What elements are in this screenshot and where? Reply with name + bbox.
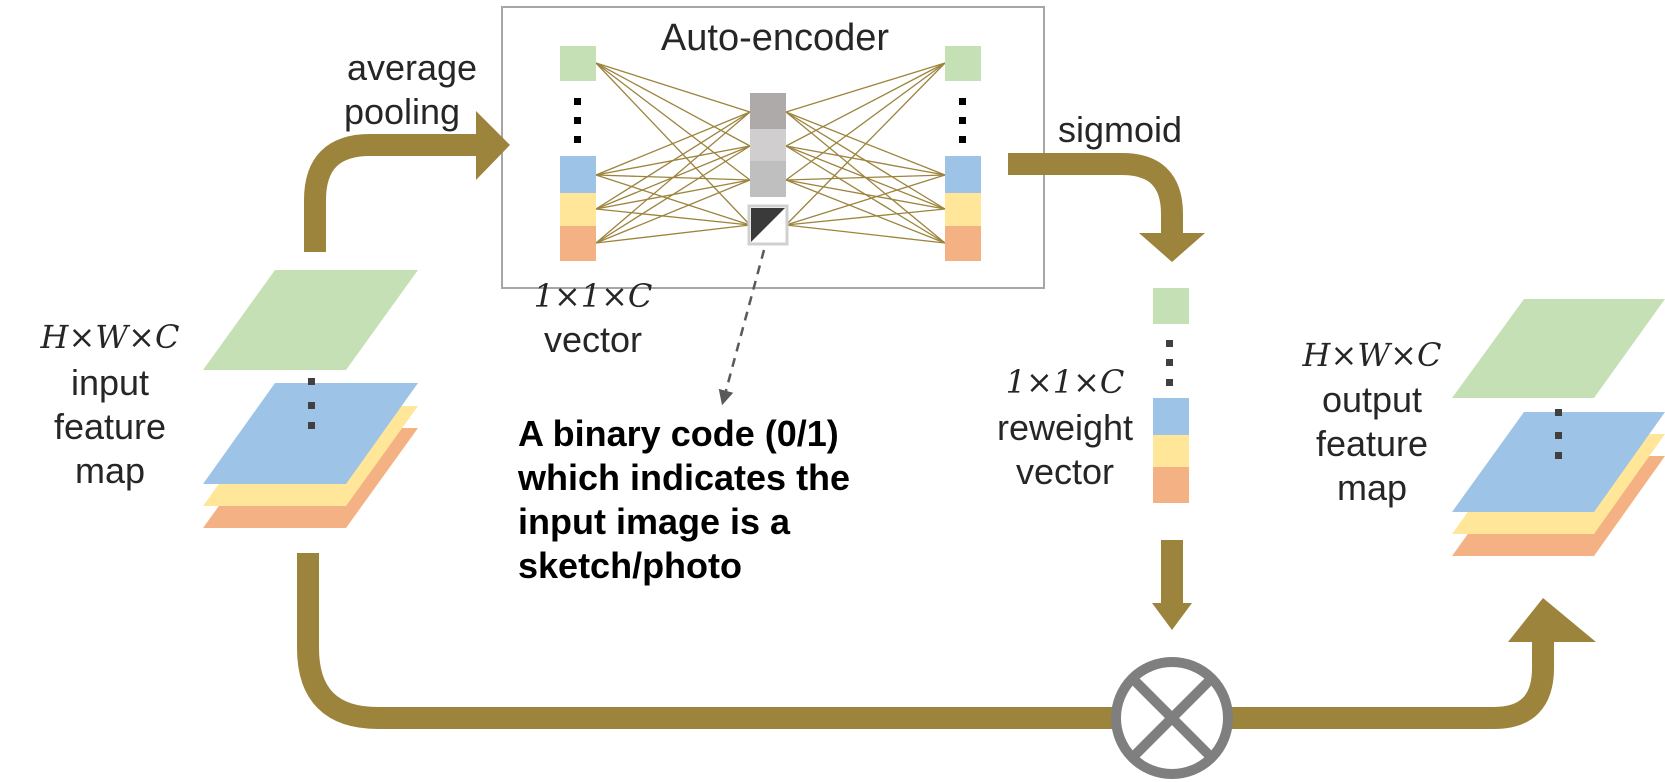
half-filled-square-icon — [747, 204, 789, 246]
annotation-line2: which indicates the — [518, 457, 851, 498]
reweight-dims-label: 1×1×C — [1005, 363, 1125, 401]
encoder-connections — [595, 62, 946, 244]
sigmoid-arrow — [1008, 153, 1183, 235]
skip-connection-arrow — [297, 553, 1554, 729]
annotation-line1: A binary code (0/1) — [518, 413, 839, 454]
output-label-line3: map — [1336, 467, 1408, 508]
sigmoid-label: sigmoid — [1057, 109, 1183, 150]
annotation-pointer — [718, 249, 766, 406]
encoder-input-vector — [560, 46, 596, 261]
sigmoid-arrowhead — [1139, 233, 1205, 262]
average-pooling-arrowhead — [476, 111, 510, 180]
input-label-line1: input — [70, 362, 150, 403]
vector-dims-label: 1×1×C — [533, 277, 653, 315]
latent-code — [747, 93, 789, 246]
input-feature-map — [203, 270, 418, 528]
output-feature-map — [1452, 299, 1665, 556]
average-pooling-label-line2: pooling — [343, 91, 461, 132]
reweight-vector — [1153, 288, 1189, 503]
annotation-line3: input image is a — [518, 501, 791, 542]
reweight-label-line2: vector — [1015, 451, 1115, 492]
output-label-line2: feature — [1315, 423, 1429, 464]
output-label-line1: output — [1321, 379, 1423, 420]
input-label-line2: feature — [53, 406, 167, 447]
output-arrowhead — [1508, 598, 1596, 642]
auto-encoder-title: Auto-encoder — [660, 17, 890, 59]
input-dims-label: H×W×C — [40, 318, 180, 356]
encoder-output-vector — [945, 46, 981, 261]
average-pooling-arrow — [304, 134, 478, 252]
circled-x-icon — [1111, 657, 1233, 779]
vector-label: vector — [543, 319, 643, 360]
reweight-arrowhead — [1152, 603, 1192, 630]
flow-arrows — [297, 134, 1554, 729]
input-label-line3: map — [74, 450, 146, 491]
arrow-heads — [476, 111, 1596, 642]
annotation-line4: sketch/photo — [518, 545, 743, 586]
reweight-label-line1: reweight — [996, 407, 1134, 448]
output-dims-label: H×W×C — [1302, 336, 1442, 374]
average-pooling-label-line1: average — [346, 47, 478, 88]
